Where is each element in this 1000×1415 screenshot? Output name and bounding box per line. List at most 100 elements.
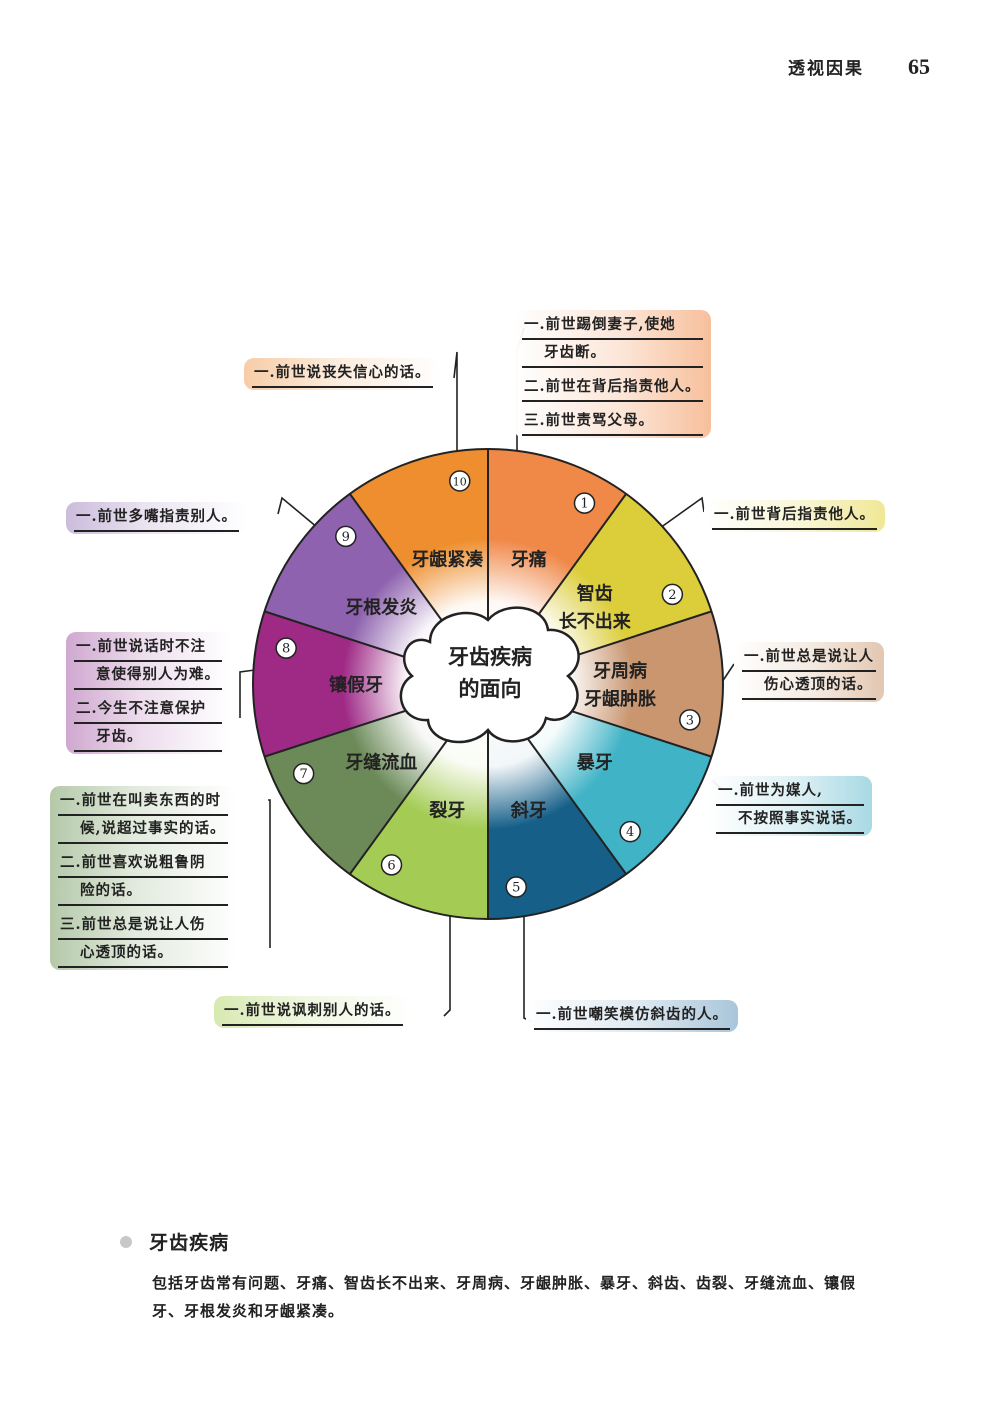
cause-item: 一.前世踢倒妻子,使她牙齿断。: [522, 312, 703, 368]
cause-item: 三.前世总是说让人伤心透顶的话。: [58, 912, 228, 968]
segment-number-1: 1: [580, 497, 588, 512]
cause-bubble-4: 一.前世为媒人,不按照事实说话。: [708, 776, 872, 836]
segment-label-5: 斜牙: [510, 800, 547, 822]
footer-title: 牙齿疾病: [149, 1232, 230, 1254]
cause-bubble-9: 一.前世多嘴指责别人。: [66, 502, 248, 534]
segment-number-2: 2: [668, 588, 676, 603]
cause-text: 一.前世在叫卖东西的时: [58, 788, 228, 816]
cause-text: 一.前世总是说让人: [742, 644, 877, 672]
center-title-line1: 牙齿疾病: [448, 644, 532, 669]
segment-number-badge-5: [505, 876, 527, 898]
segment-number-9: 9: [342, 530, 350, 545]
cause-text: 二.今生不注意保护: [74, 696, 222, 724]
cause-item: 一.前世说丧失信心的话。: [252, 360, 433, 388]
segment-label-9: 牙根发炎: [345, 596, 417, 618]
segment-label-7: 牙缝流血: [345, 752, 417, 774]
page-header: 透视因果 65: [788, 54, 930, 80]
cause-text: 心透顶的话。: [58, 940, 228, 968]
segment-number-3: 3: [686, 713, 694, 728]
cause-bubble-8: 一.前世说话时不注意使得别人为难。二.今生不注意保护牙齿。: [66, 632, 230, 754]
connector-line: [239, 669, 256, 718]
cause-item: 二.今生不注意保护牙齿。: [74, 696, 222, 752]
cause-item: 二.前世喜欢说粗鲁阴险的话。: [58, 850, 228, 906]
bullet-dot-icon: [120, 1235, 132, 1248]
cause-bubble-10: 一.前世说丧失信心的话。: [244, 358, 441, 390]
segment-number-7: 7: [299, 767, 307, 782]
cause-text: 一.前世背后指责他人。: [712, 502, 878, 530]
cause-item: 一.前世在叫卖东西的时候,说超过事实的话。: [58, 788, 228, 844]
footer-note: 牙齿疾病 包括牙齿常有问题、牙痛、智齿长不出来、牙周病、牙龈肿胀、暴牙、斜齿、齿…: [120, 1228, 880, 1325]
connector-line: [268, 799, 271, 948]
cause-text: 一.前世为媒人,: [716, 778, 864, 806]
segment-label-6: 裂牙: [428, 801, 465, 822]
cause-text: 一.前世踢倒妻子,使她: [522, 312, 703, 340]
cause-bubble-6: 一.前世说讽刺别人的话。: [214, 996, 411, 1028]
cause-text: 一.前世说丧失信心的话。: [252, 360, 433, 388]
segment-label-2: 长不出来: [559, 610, 632, 632]
segment-number-badge-1: [573, 492, 596, 514]
segment-label-3: 牙龈肿胀: [584, 688, 656, 710]
cause-text: 二.前世喜欢说粗鲁阴: [58, 850, 228, 878]
cause-bubble-3: 一.前世总是说让人伤心透顶的话。: [734, 642, 885, 702]
segment-numbers: 1 2 3 4 5 6 7 8 9 10: [275, 470, 701, 898]
cause-text: 候,说超过事实的话。: [58, 816, 228, 844]
cause-text: 不按照事实说话。: [716, 806, 864, 834]
cause-item: 二.前世在背后指责他人。: [522, 374, 703, 402]
cause-item: 一.前世总是说让人伤心透顶的话。: [742, 644, 877, 700]
segment-label-10: 牙龈紧凑: [411, 548, 484, 570]
section-title: 透视因果: [788, 59, 864, 79]
segment-number-badge-7: [292, 762, 315, 785]
cause-text: 一.前世嘲笑模仿斜齿的人。: [534, 1002, 731, 1030]
footer-body: 包括牙齿常有问题、牙痛、智齿长不出来、牙周病、牙龈肿胀、暴牙、斜齿、齿裂、牙缝流…: [152, 1274, 857, 1320]
center-cloud: 牙齿疾病 的面向: [399, 606, 580, 744]
cause-text: 险的话。: [58, 878, 228, 906]
cause-item: 一.前世说话时不注意使得别人为难。: [74, 634, 222, 690]
cause-item: 一.前世多嘴指责别人。: [74, 504, 240, 532]
cause-text: 三.前世总是说让人伤: [58, 912, 228, 940]
segment-number-badge-6: [380, 854, 403, 876]
segment-label-4: 暴牙: [577, 753, 613, 774]
cause-text: 三.前世责骂父母。: [522, 408, 703, 436]
connector-line: [659, 496, 705, 529]
segment-number-10: 10: [453, 475, 467, 488]
cause-text: 伤心透顶的话。: [742, 672, 877, 700]
connector-line: [443, 906, 451, 1017]
segment-number-8: 8: [282, 642, 290, 657]
segment-number-badge-2: [661, 583, 684, 606]
center-title-line2: 的面向: [459, 676, 522, 701]
cause-bubble-2: 一.前世背后指责他人。: [704, 500, 886, 532]
segment-number-badge-4: [619, 820, 641, 843]
page-number: 65: [908, 54, 930, 79]
wheel-outline: [252, 448, 724, 920]
cause-text: 一.前世说话时不注: [74, 634, 222, 662]
segment-number-badge-10: [449, 470, 471, 492]
segment-number-5: 5: [512, 881, 520, 896]
segment-number-6: 6: [387, 858, 395, 873]
cause-item: 一.前世嘲笑模仿斜齿的人。: [534, 1002, 731, 1030]
connector-lines: [239, 327, 735, 1023]
cause-item: 一.前世背后指责他人。: [712, 502, 878, 530]
segment-number-badge-9: [335, 525, 357, 548]
segment-label-3: 牙周病: [593, 660, 647, 682]
segment-label-2: 智齿: [577, 582, 613, 604]
connector-line: [721, 663, 735, 683]
cause-bubble-1: 一.前世踢倒妻子,使她牙齿断。二.前世在背后指责他人。三.前世责骂父母。: [514, 310, 711, 438]
cause-item: 三.前世责骂父母。: [522, 408, 703, 436]
cause-text: 意使得别人为难。: [74, 662, 222, 690]
segment-label-8: 镶假牙: [329, 674, 383, 696]
segment-number-badge-8: [275, 637, 297, 659]
cause-text: 一.前世多嘴指责别人。: [74, 504, 240, 532]
segment-number-badge-3: [679, 709, 701, 731]
segment-label-1: 牙痛: [511, 548, 547, 570]
connector-line: [453, 351, 458, 456]
cause-text: 二.前世在背后指责他人。: [522, 374, 703, 402]
segment-number-4: 4: [626, 825, 634, 840]
connector-line: [277, 496, 319, 529]
cause-text: 牙齿断。: [522, 340, 703, 368]
cause-item: 一.前世为媒人,不按照事实说话。: [716, 778, 864, 834]
cause-bubble-7: 一.前世在叫卖东西的时候,说超过事实的话。二.前世喜欢说粗鲁阴险的话。三.前世总…: [50, 786, 236, 970]
cause-item: 一.前世说讽刺别人的话。: [222, 998, 403, 1026]
cause-text: 一.前世说讽刺别人的话。: [222, 998, 403, 1026]
